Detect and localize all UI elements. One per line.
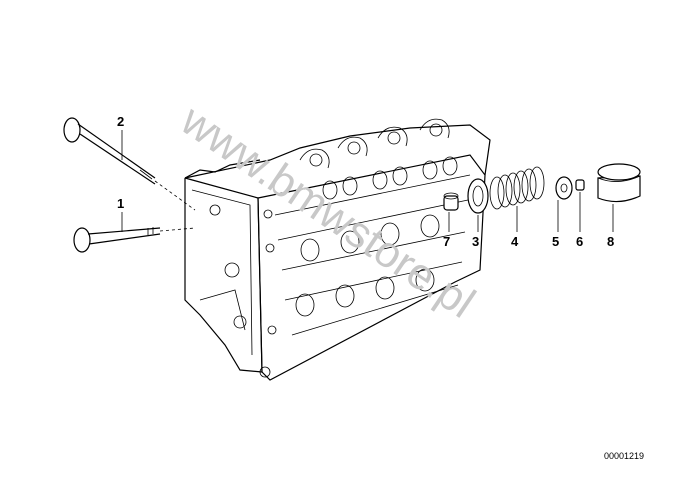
valve-spring	[489, 166, 545, 210]
callout-1: 1	[117, 196, 124, 211]
valve-stem-seal	[443, 192, 459, 211]
callout-2: 2	[117, 114, 124, 129]
callout-4: 4	[511, 234, 519, 249]
callout-8: 8	[607, 234, 614, 249]
cylinder-head	[184, 118, 491, 381]
watermark: www.bmwstore.pl	[172, 95, 484, 328]
callout-3: 3	[472, 234, 479, 249]
valve-upper	[63, 117, 196, 211]
reference-number: 00001219	[604, 451, 644, 461]
callout-7: 7	[443, 234, 450, 249]
callout-5: 5	[552, 234, 559, 249]
leader-lines	[121, 130, 614, 232]
callout-6: 6	[576, 234, 583, 249]
hydraulic-lifter	[597, 163, 641, 203]
valve-collet	[575, 179, 585, 191]
spring-retainer	[555, 176, 573, 200]
spring-seat	[467, 178, 489, 214]
valve-lower	[73, 227, 196, 253]
